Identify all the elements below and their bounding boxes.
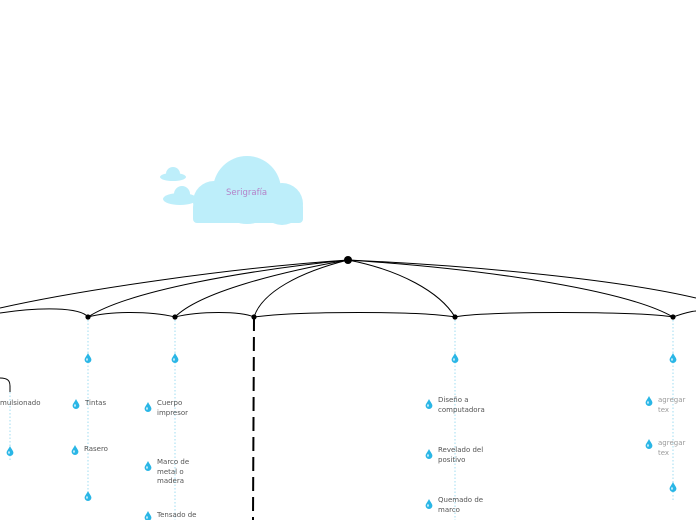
water-drop-icon[interactable]	[669, 353, 677, 364]
water-drop-icon[interactable]	[144, 461, 152, 471]
cloud-icon	[160, 167, 197, 205]
branch-node-2[interactable]	[172, 314, 178, 320]
branch-node-5[interactable]	[670, 314, 676, 320]
water-drop-icon[interactable]	[171, 353, 179, 363]
water-drop-icon[interactable]	[6, 446, 14, 456]
branch-node-3[interactable]	[251, 314, 257, 320]
branch-node-1[interactable]	[85, 314, 91, 320]
node-label[interactable]: agregar tex	[658, 439, 686, 457]
node-label[interactable]: Revelado del positivo	[438, 446, 484, 464]
main-connectors	[0, 259, 696, 520]
water-drop-icon[interactable]	[425, 449, 433, 459]
branch-node-4[interactable]	[452, 314, 458, 320]
water-drop-icon[interactable]	[84, 491, 92, 502]
water-drop-icon[interactable]	[669, 482, 677, 493]
node-label[interactable]: Marco de metal o madera	[157, 458, 190, 485]
node-label[interactable]: Rasero	[84, 445, 108, 453]
water-drop-icon[interactable]	[72, 399, 80, 409]
water-drop-icon[interactable]	[451, 353, 459, 363]
water-drop-icon[interactable]	[144, 402, 152, 412]
drops	[6, 353, 677, 520]
branch-dots	[85, 314, 676, 320]
node-label[interactable]: mulsionado	[0, 399, 41, 407]
water-drop-icon[interactable]	[144, 511, 152, 520]
node-label[interactable]: Quemado de marco	[438, 496, 484, 514]
water-drop-icon[interactable]	[71, 445, 79, 456]
central-topic-cloud[interactable]	[193, 156, 303, 225]
node-label[interactable]: Tintas	[85, 399, 107, 407]
water-drop-icon[interactable]	[425, 499, 433, 509]
hub-dot[interactable]	[344, 256, 352, 264]
water-drop-icon[interactable]	[645, 396, 653, 407]
water-drop-icon[interactable]	[425, 399, 433, 409]
water-drop-icon[interactable]	[84, 353, 92, 364]
node-label[interactable]: Cuerpo impresor	[157, 399, 189, 417]
node-label[interactable]: agregar tex	[658, 396, 686, 414]
node-label[interactable]: Tensado de	[157, 511, 197, 519]
node-label[interactable]: Diseño a computadora	[438, 396, 485, 414]
dotted-lines	[9, 320, 674, 520]
central-topic-label[interactable]: Serigrafía	[226, 188, 268, 198]
water-drop-icon[interactable]	[645, 439, 653, 450]
